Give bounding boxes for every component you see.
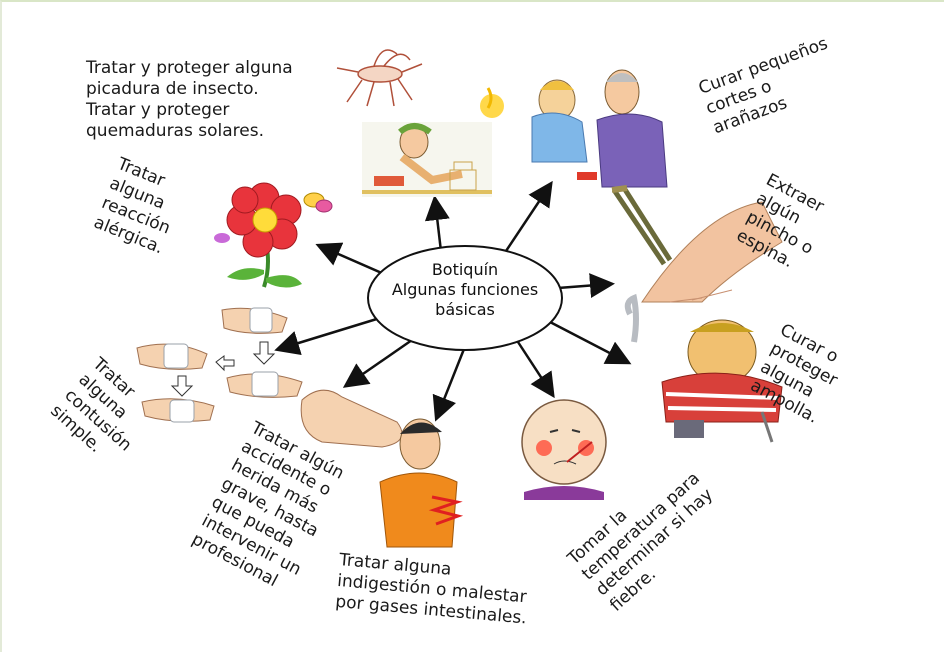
child-care-icon [531, 69, 668, 188]
center-node [367, 245, 563, 351]
tweezers-hand-icon [611, 185, 783, 303]
center-line3: básicas [435, 300, 495, 319]
arrow-splinter [557, 273, 615, 298]
center-title: Botiquín [431, 260, 499, 279]
label-insect: Tratar y proteger alguna picadura de ins… [86, 58, 293, 141]
arrow-allergy [315, 242, 385, 276]
arrows [274, 180, 632, 422]
butterfly-icon [214, 192, 333, 243]
center-label: Botiquín Algunas funciones básicas [380, 260, 550, 320]
arrow-indigestion [432, 348, 466, 422]
foot-icon [300, 389, 403, 448]
center-line2: Algunas funciones [391, 280, 539, 299]
arrow-contusion [274, 316, 381, 356]
arrow-blister [549, 320, 632, 365]
mosquito-icon [336, 49, 423, 107]
arrow-accident [342, 338, 413, 388]
injured-man-icon [379, 418, 464, 548]
arrow-cuts [498, 180, 553, 261]
sun-icon [480, 87, 504, 118]
sick-boy-icon [521, 399, 607, 500]
sunbather-icon [362, 122, 492, 197]
sick-man-icon [624, 293, 783, 443]
flower-icon [226, 182, 302, 288]
bandaged-feet-icon [136, 307, 303, 423]
arrow-temperature [516, 341, 555, 399]
